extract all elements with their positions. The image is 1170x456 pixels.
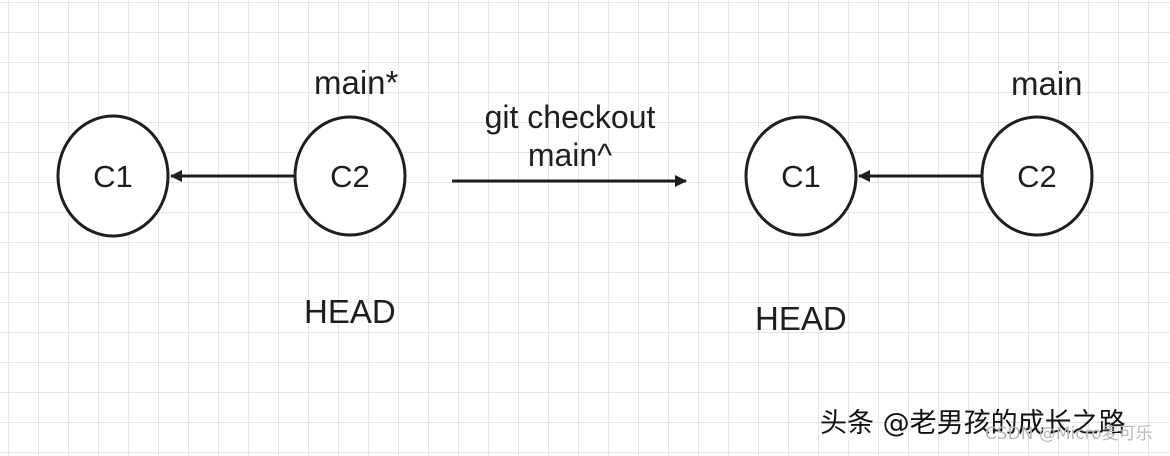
checkout-command-label: git checkout main^ <box>455 98 685 174</box>
right-commit-c1-label: C1 <box>781 159 821 194</box>
left-commit-c1-node <box>56 114 170 238</box>
left-head-label: HEAD <box>304 293 396 330</box>
watermark-faint: CSDN @Micro麦可乐 <box>985 424 1153 444</box>
command-line-2: main^ <box>527 137 613 173</box>
right-graph: C1 C2 <box>744 115 1094 237</box>
right-head-label: HEAD <box>755 300 847 337</box>
left-commit-c2-label: C2 <box>330 159 370 194</box>
command-line-1: git checkout <box>484 99 656 135</box>
left-branch-label: main* <box>314 64 399 101</box>
left-commit-c1-label: C1 <box>93 159 133 194</box>
right-branch-label: main <box>1011 65 1083 102</box>
watermark: 头条 @老男孩的成长之路 <box>820 408 1126 439</box>
right-commit-c1-node <box>744 115 858 237</box>
right-commit-c2-label: C2 <box>1017 159 1057 194</box>
left-graph: C1 C2 <box>56 114 407 238</box>
